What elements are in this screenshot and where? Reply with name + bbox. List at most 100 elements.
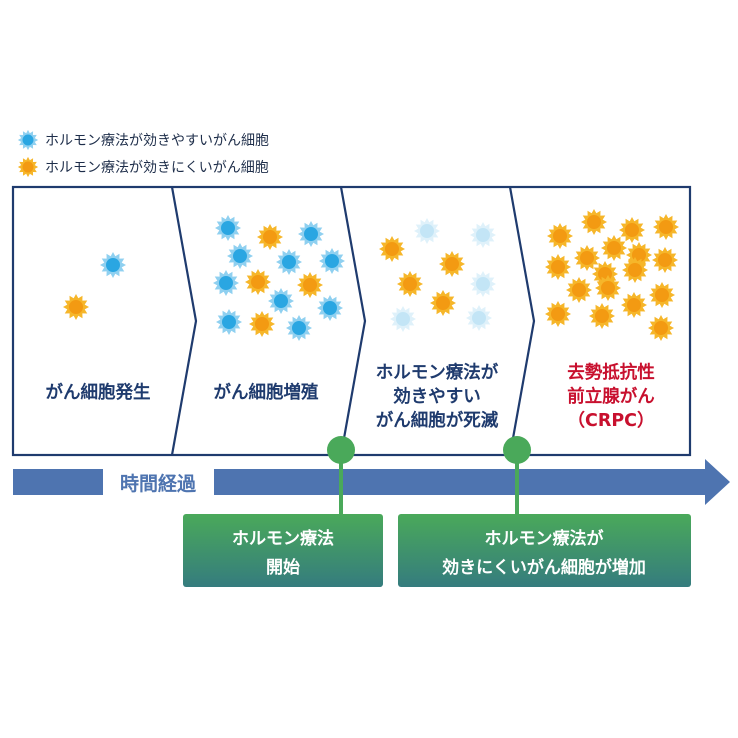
event-box-1-bg	[183, 514, 383, 587]
cell-core	[551, 260, 565, 274]
orange-cell-icon	[430, 290, 456, 316]
cell-core	[553, 229, 567, 243]
stage-4-label-line-1: 去勢抵抗性	[567, 362, 655, 383]
time-axis-bar-left	[13, 469, 103, 495]
time-axis-label: 時間経過	[120, 472, 197, 495]
stage-4-label-line-3: （CRPC）	[568, 410, 655, 431]
time-axis: 時間経過	[13, 459, 730, 505]
cell-core	[654, 321, 668, 335]
event-1-label-line-2: 開始	[266, 557, 300, 578]
cell-core	[472, 311, 486, 325]
cell-core	[222, 315, 236, 329]
blue-cell-icon	[17, 129, 39, 151]
cell-core	[628, 263, 642, 277]
blue-sun-cell-icon	[17, 129, 39, 151]
orange-cell-icon	[589, 303, 615, 329]
connector-dot-1	[327, 436, 355, 464]
stages-frame	[11, 185, 692, 457]
cell-core	[282, 255, 296, 269]
cell-core	[274, 294, 288, 308]
cell-core	[22, 161, 34, 173]
connector-dot-2	[503, 436, 531, 464]
orange-cell-icon	[648, 315, 674, 341]
dying-blue-cell-icon	[414, 218, 440, 244]
legend-label-hard: ホルモン療法が効きにくいがん細胞	[45, 159, 269, 176]
event-box-1: ホルモン療法 開始	[183, 514, 383, 587]
orange-cell-icon	[439, 251, 465, 277]
time-axis-arrow	[214, 459, 730, 505]
orange-cell-icon	[63, 294, 89, 320]
cell-core	[251, 275, 265, 289]
orange-cell-icon	[547, 223, 573, 249]
cell-core	[106, 258, 120, 272]
event-connectors	[327, 436, 531, 516]
orange-cell-icon	[621, 292, 647, 318]
orange-cell-icon	[649, 282, 675, 308]
cell-core	[221, 221, 235, 235]
stage-3-label-line-2: 効きやすい	[393, 386, 481, 407]
event-box-2-bg	[398, 514, 691, 587]
blue-cell-icon	[213, 270, 239, 296]
blue-cell-icon	[215, 215, 241, 241]
orange-cell-icon	[653, 214, 679, 240]
cell-core	[551, 307, 565, 321]
cell-core	[601, 281, 615, 295]
stage-panels	[11, 185, 692, 457]
cell-rays	[390, 306, 416, 332]
orange-cell-icon	[652, 247, 678, 273]
cell-core	[476, 277, 490, 291]
blue-cell-icon	[298, 221, 324, 247]
orange-cell-icon	[397, 271, 423, 297]
blue-cell-icon	[216, 309, 242, 335]
stage-labels: がん細胞発生 がん細胞増殖 ホルモン療法が 効きやすい がん細胞が死滅 去勢抵抗…	[46, 362, 655, 431]
cell-rays	[414, 218, 440, 244]
dying-blue-cell-icon	[390, 306, 416, 332]
stage-2-label: がん細胞増殖	[214, 382, 319, 403]
cell-core	[420, 224, 434, 238]
cell-rays	[470, 271, 496, 297]
cell-core	[436, 296, 450, 310]
blue-cell-icon	[286, 315, 312, 341]
cell-core	[219, 276, 233, 290]
chevron-divider-3	[508, 186, 536, 456]
event-2-label-line-1: ホルモン療法が	[485, 528, 604, 549]
cell-core	[325, 254, 339, 268]
orange-cell-icon	[545, 254, 571, 280]
cell-core	[625, 223, 639, 237]
orange-cell-icon	[581, 209, 607, 235]
blue-cell-icon	[268, 288, 294, 314]
chevron-divider-2	[339, 186, 367, 456]
legend: ホルモン療法が効きやすいがん細胞 ホルモン療法が効きにくいがん細胞	[17, 129, 269, 178]
event-1-label-line-1: ホルモン療法	[232, 528, 334, 549]
cell-rays	[470, 222, 496, 248]
stage-3-label-line-3: がん細胞が死滅	[376, 410, 499, 431]
orange-cell-icon	[17, 156, 39, 178]
orange-cell-icon	[379, 236, 405, 262]
cell-core	[658, 253, 672, 267]
blue-cell-icon	[100, 252, 126, 278]
event-2-label-line-2: 効きにくいがん細胞が増加	[442, 557, 646, 578]
event-box-2: ホルモン療法が 効きにくいがん細胞が増加	[398, 514, 691, 587]
blue-cell-icon	[227, 243, 253, 269]
orange-cell-icon	[297, 272, 323, 298]
cell-core	[396, 312, 410, 326]
blue-cell-icon	[276, 249, 302, 275]
orange-cell-icon	[566, 277, 592, 303]
cell-core	[255, 317, 269, 331]
cell-core	[292, 321, 306, 335]
cell-core	[595, 309, 609, 323]
orange-cell-icon	[595, 275, 621, 301]
cell-core	[22, 134, 34, 146]
cell-core	[476, 228, 490, 242]
orange-cell-icon	[574, 245, 600, 271]
orange-cell-icon	[249, 311, 275, 337]
cell-core	[323, 301, 337, 315]
cell-core	[233, 249, 247, 263]
cell-core	[580, 251, 594, 265]
cell-clusters	[63, 209, 679, 341]
orange-cell-icon	[622, 257, 648, 283]
orange-cell-icon	[545, 301, 571, 327]
orange-cell-icon	[257, 224, 283, 250]
stage-3-label-line-1: ホルモン療法が	[376, 362, 499, 383]
